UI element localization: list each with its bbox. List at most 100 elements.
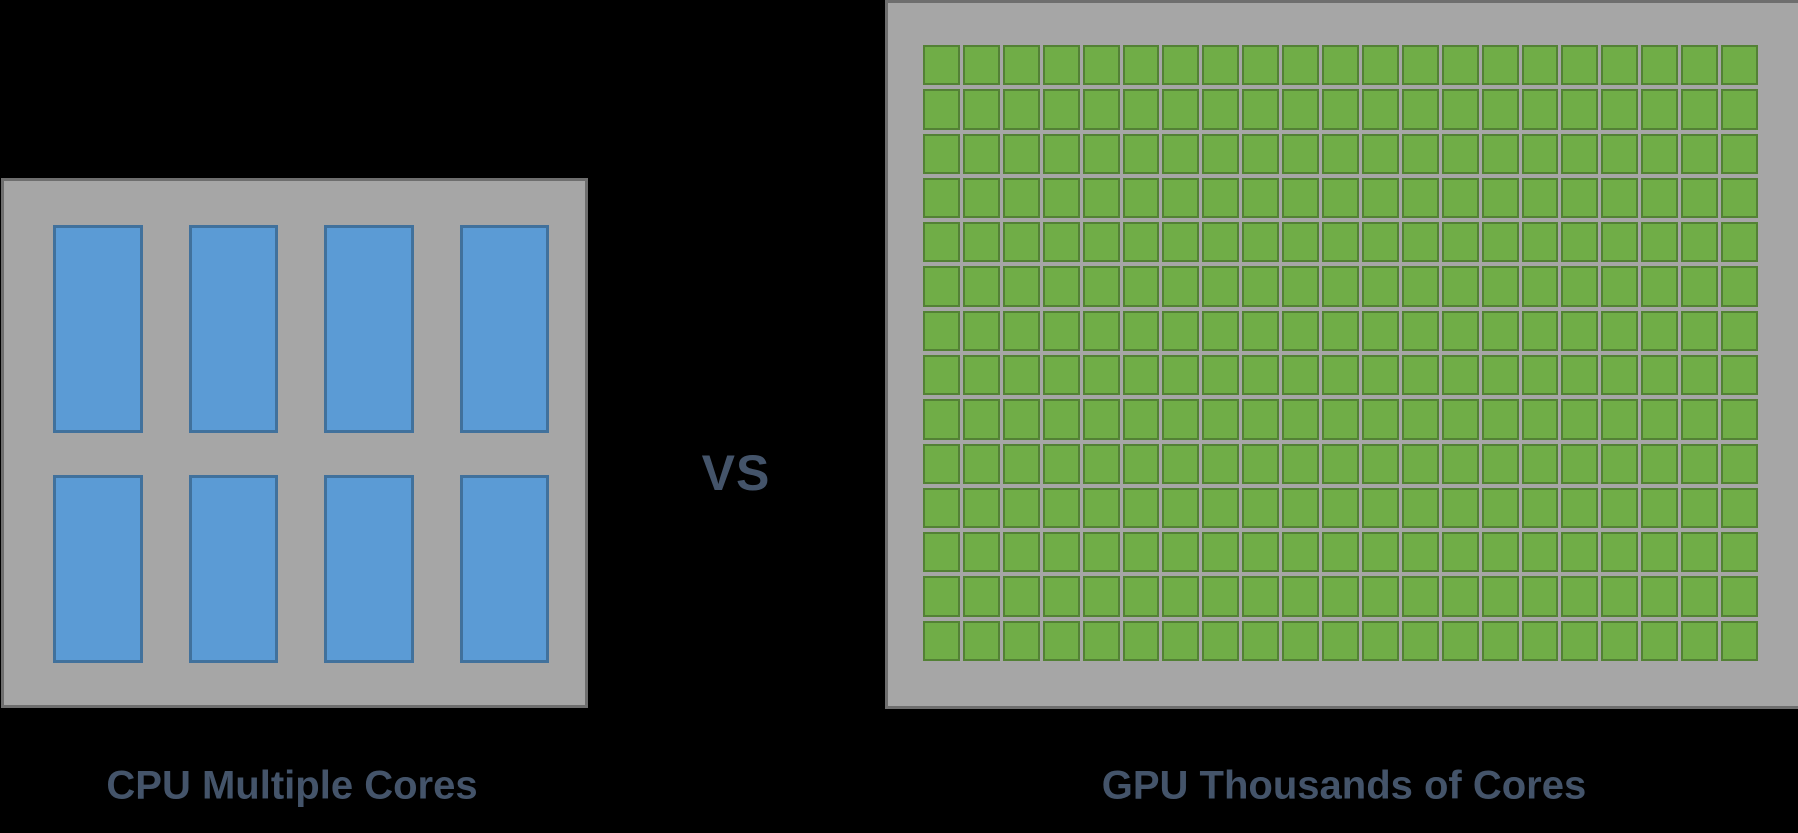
gpu-core [923,354,960,396]
gpu-core [1481,487,1519,529]
cpu-core [53,225,143,433]
gpu-core [1242,532,1280,573]
gpu-core [1721,266,1758,307]
gpu-core [1082,45,1120,86]
gpu-core [1521,354,1559,396]
gpu-core [1242,354,1280,396]
gpu-core [1162,133,1200,174]
gpu-core [1601,310,1639,351]
gpu-core [1481,354,1519,396]
gpu-core [1002,576,1040,617]
gpu-core [1441,354,1479,396]
gpu-core [962,45,1000,86]
gpu-core [1521,89,1559,130]
gpu-core [1681,310,1719,351]
gpu-core [1002,443,1040,484]
gpu-core [1002,399,1040,440]
gpu-core [1401,532,1439,573]
cpu-core [53,475,143,663]
gpu-core [1361,576,1399,617]
cpu-core [324,225,414,433]
gpu-core [1122,310,1160,351]
gpu-core [1042,399,1080,440]
gpu-core [1401,133,1439,174]
gpu-core [1641,576,1679,617]
gpu-core [1042,532,1080,573]
gpu-core [1082,89,1120,130]
gpu-core [1282,89,1320,130]
gpu-core [1082,576,1120,617]
gpu-core [1162,177,1200,219]
gpu-core [1441,45,1479,86]
gpu-core [1521,443,1559,484]
gpu-core [962,620,1000,661]
gpu-core [1002,310,1040,351]
gpu-core [1322,576,1359,617]
gpu-core [1122,443,1160,484]
gpu-core [1242,177,1280,219]
gpu-core [1202,443,1240,484]
gpu-core [1681,576,1719,617]
gpu-core [1361,177,1399,219]
gpu-core [1042,266,1080,307]
gpu-core [1481,620,1519,661]
gpu-core [1601,576,1639,617]
gpu-core [1162,354,1200,396]
gpu-core [1561,487,1599,529]
gpu-core [962,532,1000,573]
gpu-core [1202,354,1240,396]
gpu-core [1361,310,1399,351]
gpu-core [1202,620,1240,661]
gpu-core [1641,354,1679,396]
gpu-core [1202,487,1240,529]
gpu-core [1042,487,1080,529]
gpu-core [1082,177,1120,219]
gpu-core [1521,532,1559,573]
gpu-core [1481,310,1519,351]
gpu-core [1042,45,1080,86]
cpu-caption: CPU Multiple Cores [106,763,478,808]
gpu-core [1042,310,1080,351]
gpu-core [1481,45,1519,86]
gpu-core [1441,133,1479,174]
gpu-core [1002,620,1040,661]
gpu-core [1122,354,1160,396]
gpu-core [1042,576,1080,617]
gpu-core [1322,133,1359,174]
gpu-core [1721,443,1758,484]
gpu-core [1122,89,1160,130]
cpu-core [324,475,414,663]
vs-label: VS [701,445,771,501]
gpu-core [1401,177,1439,219]
gpu-core [1441,89,1479,130]
gpu-core [1202,532,1240,573]
gpu-core [1641,620,1679,661]
gpu-core [1721,310,1758,351]
gpu-core [923,133,960,174]
gpu-core [1521,487,1559,529]
gpu-core [1681,354,1719,396]
gpu-core [1481,133,1519,174]
gpu-core-grid [923,45,1758,661]
gpu-core [1162,266,1200,307]
gpu-core [1122,487,1160,529]
gpu-core [1681,399,1719,440]
gpu-core [1122,532,1160,573]
gpu-core [1601,266,1639,307]
gpu-core [1042,354,1080,396]
gpu-core [1082,222,1120,263]
gpu-core [1601,443,1639,484]
gpu-core [1002,45,1040,86]
gpu-core [1361,443,1399,484]
gpu-core [1002,266,1040,307]
gpu-core [1441,310,1479,351]
gpu-core [1441,443,1479,484]
gpu-core [1721,532,1758,573]
gpu-chip [885,0,1798,709]
gpu-core [1481,399,1519,440]
gpu-core [923,532,960,573]
gpu-core [1042,89,1080,130]
gpu-core [1401,576,1439,617]
gpu-core [923,266,960,307]
gpu-core [1002,354,1040,396]
